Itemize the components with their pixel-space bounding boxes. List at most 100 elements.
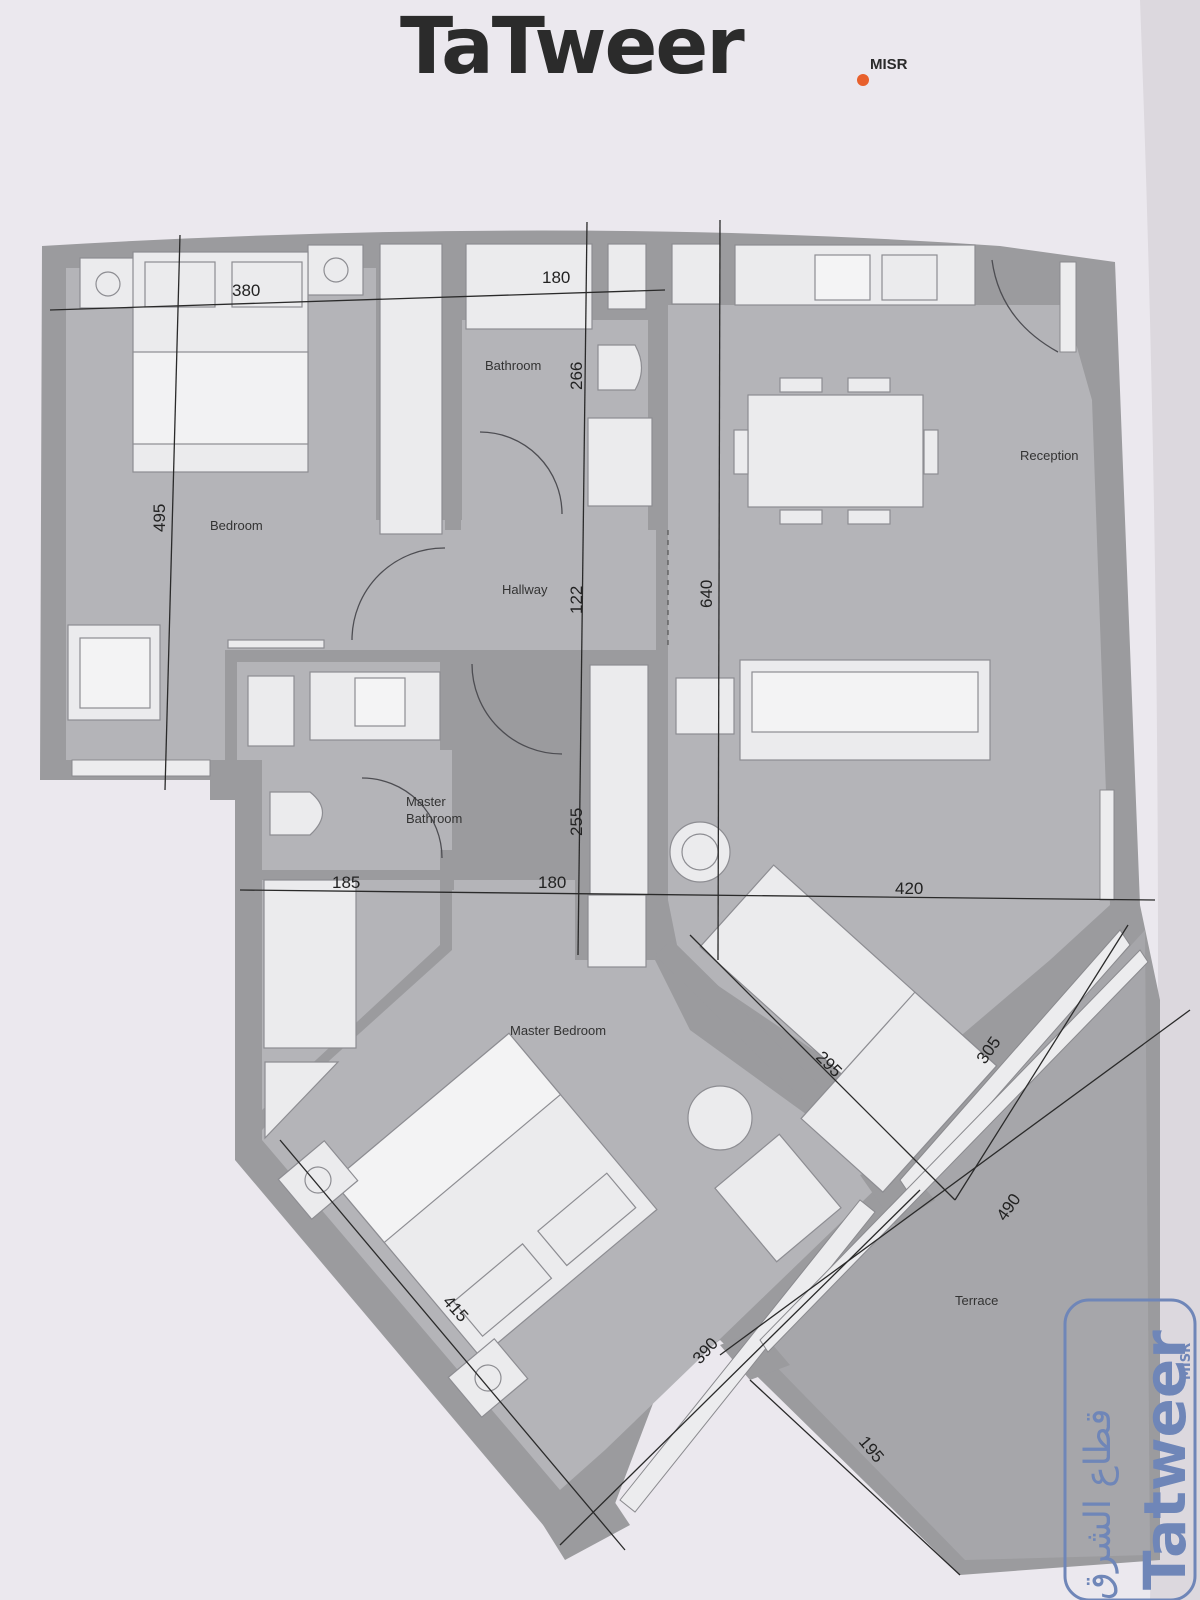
wall-master-bath-door-bottom [440, 850, 454, 890]
side-table [675, 677, 735, 735]
door-swing-bedroom [351, 547, 446, 641]
room-label-master-bedroom: Master Bedroom [510, 1023, 606, 1038]
round-table-master [687, 1085, 753, 1151]
dim-label-reception-depth: 640 [697, 580, 716, 608]
terrace-floor [760, 930, 1150, 1560]
doors [351, 259, 1059, 859]
bed-master-bedroom [331, 1032, 658, 1359]
stamp-arabic: قطاع الشرق [1078, 1408, 1119, 1600]
room-label-master-bathroom-1: Master [406, 794, 446, 809]
dim-line-reception-window [954, 924, 1129, 1201]
sink-bathroom [587, 417, 653, 507]
dim-line-top [49, 289, 666, 311]
bathtub [465, 243, 593, 330]
page-curl [1140, 0, 1200, 1600]
door-swing-bathroom [479, 431, 563, 515]
dim-label-bedroom-width: 380 [232, 281, 260, 300]
stamp-brand: Tatweer [1131, 1330, 1199, 1590]
dim-line-hallway [577, 221, 588, 956]
lamp-icon [304, 1166, 332, 1194]
dim-line-reception [717, 219, 721, 961]
dim-label-master-bath-width: 185 [332, 873, 360, 892]
wall-master-bath-door-top [440, 650, 454, 750]
brand-logo-dot-icon [857, 74, 869, 86]
stamp-border [1063, 1298, 1197, 1600]
cooktop-icon [881, 254, 938, 301]
toilet-master-bath [269, 791, 324, 836]
nightstand-left [79, 257, 136, 309]
closet-shelf [607, 243, 647, 310]
furniture [67, 243, 998, 1419]
door-swing-reception [991, 259, 1059, 353]
chair [733, 429, 749, 475]
room-label-bathroom: Bathroom [485, 358, 541, 373]
sink-master-bath [354, 677, 406, 727]
closet-hallway [589, 664, 649, 896]
chair [779, 377, 823, 393]
corner-shelf [264, 1061, 340, 1140]
stamp: قطاع الشرق Tatweer MISR [1063, 1298, 1199, 1600]
chair [923, 429, 939, 475]
cabinet-master-bath [247, 675, 295, 747]
nightstand-master-bottom [447, 1337, 529, 1419]
dim-label-hallway-width: 180 [538, 873, 566, 892]
dim-label-master-bath-depth: 255 [567, 808, 586, 836]
dining-table [747, 394, 924, 508]
lamp-icon [474, 1364, 502, 1392]
round-table-reception [669, 821, 731, 883]
room-label-master-bathroom-2: Bathroom [406, 811, 462, 826]
pillow-right [231, 261, 303, 308]
dim-label-bedroom-depth: 495 [150, 504, 169, 532]
lamp-icon [323, 257, 349, 283]
brand-logo: TaTweer [400, 2, 745, 92]
chair [779, 509, 823, 525]
armchair-master-bedroom [714, 1133, 842, 1263]
wall-bath-closet [595, 240, 607, 310]
dim-label-bathroom-depth: 266 [567, 362, 586, 390]
pillow-left [144, 261, 216, 308]
dim-label-hallway-depth: 122 [567, 586, 586, 614]
dim-line-master-window [559, 1189, 921, 1546]
brand-logo-sub: MISR [870, 56, 908, 73]
bed-master-blanket [331, 1032, 562, 1244]
bed-blanket [132, 351, 309, 445]
pillow-master-right [537, 1172, 637, 1267]
dim-line-terrace-depth [749, 1379, 961, 1576]
wardrobe-master-bedroom [263, 879, 357, 1049]
toilet-bathroom [597, 344, 643, 391]
closet-drawers [587, 894, 647, 968]
dim-line-bedroom [164, 234, 181, 791]
pillow-master-left [452, 1243, 553, 1338]
nightstand-right [307, 244, 364, 296]
dim-line-corner-sofa [689, 934, 956, 1201]
armchair-seat [79, 637, 151, 709]
kitchen-sink [814, 254, 871, 301]
dim-line-master-bed [279, 1139, 626, 1551]
shelf [227, 639, 325, 649]
wall-bedroom-bath [445, 240, 461, 530]
dim-line-terrace [719, 1009, 1191, 1356]
corner-sofa-reception [699, 864, 998, 1193]
wall-hall-reception [648, 650, 662, 950]
sofa-seat [751, 671, 979, 733]
room-label-hallway: Hallway [502, 582, 548, 597]
reception-window-top [1059, 261, 1077, 353]
door-swing-master-bath [361, 777, 443, 859]
wall-hall-closet-top [570, 650, 655, 660]
nightstand-master-top [277, 1139, 359, 1221]
bedroom-window [71, 759, 211, 777]
room-label-reception: Reception [1020, 448, 1079, 463]
lamp-icon [95, 271, 121, 297]
room-label-bedroom: Bedroom [210, 518, 263, 533]
dim-label-reception-width: 420 [895, 879, 923, 898]
chair [847, 509, 891, 525]
stamp-sub: MISR [1179, 1343, 1194, 1380]
wall-master-bath-top [225, 650, 465, 662]
wardrobe-bedroom [379, 243, 443, 535]
reception-window-side [1099, 789, 1115, 901]
wall-master-bath-left [225, 650, 237, 800]
room-label-terrace: Terrace [955, 1293, 998, 1308]
dimension-lines [49, 219, 1191, 1576]
